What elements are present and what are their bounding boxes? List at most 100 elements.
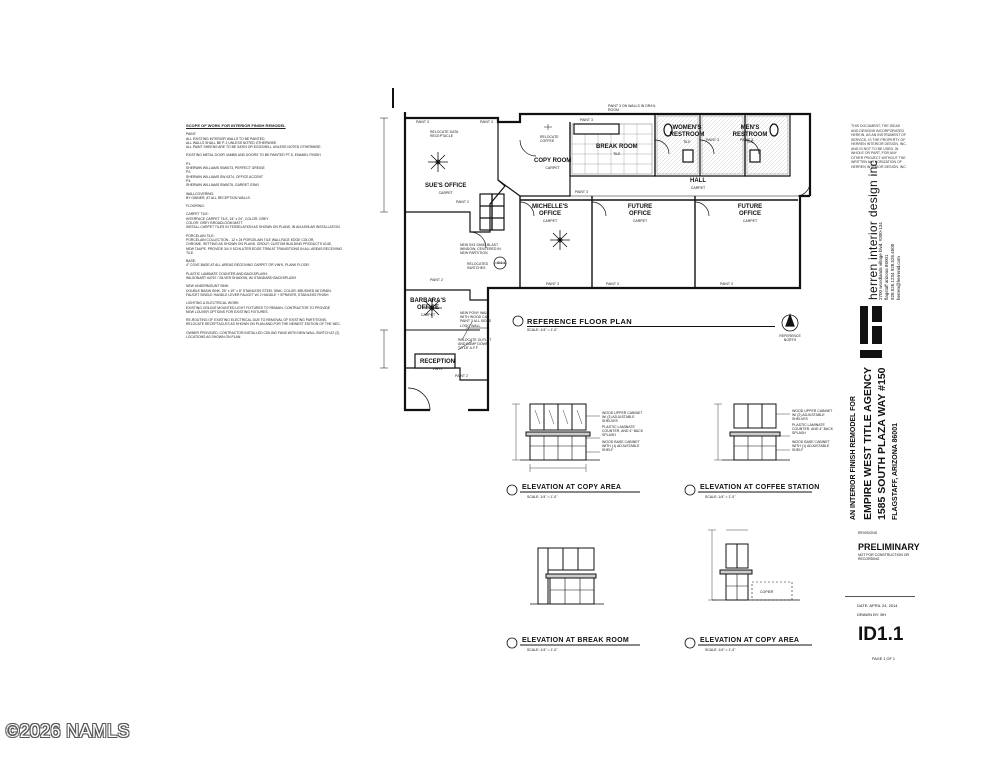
notes-line: DOUBLE BASIN SINK, 25" x 19" x 8" STAINL… xyxy=(186,288,332,293)
notes-line: LIGHTING & ELECTRICAL WORK: xyxy=(186,301,240,306)
firm-address: 2700 woodlands village blvd. #300-134 fl… xyxy=(878,222,901,300)
break-counter xyxy=(573,123,620,135)
firm-logo-block xyxy=(860,350,882,358)
elevation-4-title: ELEVATION AT COPY AREA xyxy=(700,637,800,644)
paint-tag: PAINT 2 xyxy=(430,278,443,282)
door-swing xyxy=(519,139,537,157)
notes-line: P2: xyxy=(186,170,192,175)
notes-line: WALLCOVERING: xyxy=(186,191,215,196)
elevation-4-cabinets xyxy=(708,529,800,601)
notes-line: FLOORING: xyxy=(186,204,205,209)
elevation-2-scale: SCALE: 1/4" = 1'-0" xyxy=(705,495,736,499)
notes-line: LOCATIONS AS SHOWN ON PLAN. xyxy=(186,334,242,339)
notes-line: TILE. xyxy=(186,250,195,255)
notes-line: CARPET TILE: xyxy=(186,212,209,217)
elev-4-note-copier: COPIER xyxy=(760,590,774,594)
notes-line: NEW UNDERMOUNT SINK: xyxy=(186,284,230,289)
sheet-number: ID1.1 xyxy=(858,624,904,645)
notes-line: ALL EXISTING INTERIOR WALLS TO BE PAINTE… xyxy=(186,136,266,141)
plan-title-underline xyxy=(527,326,775,327)
notes-line: PLASTIC LAMINATE COUNTER AND BACKSPLASH: xyxy=(186,271,268,276)
door-swing xyxy=(591,201,607,217)
elevation-3-scale: SCALE: 1/4" = 1'-0" xyxy=(527,648,558,652)
drawn-by-field: DRAWN BY: BH xyxy=(857,612,886,617)
paint-tag: PAINT 3 xyxy=(580,118,593,122)
notes-line: INSTALL CARPET TILES IN TESSELATION AS S… xyxy=(186,225,341,230)
notes-line: 4" COVE BASE AT ALL AREAS RECEIVING CARP… xyxy=(186,263,310,268)
section-tag-label: ID1.1 xyxy=(497,261,506,265)
notes-line: EXISTING CEILING MOUNTED LIGHT FIXTURES … xyxy=(186,305,331,310)
plan-note-new-window: NEW 5X3 SAND BLAST WINDOW, CENTERED IN N… xyxy=(460,243,501,255)
notes-line: WILSONART #4767 / SILVER SHADOW, W/ STAN… xyxy=(186,276,296,281)
door-swing xyxy=(469,231,487,249)
page-count: PAGE 1 OF 1 xyxy=(872,657,895,661)
firm-logo-block xyxy=(872,306,882,322)
paint-tag: PAINT 3 xyxy=(480,120,493,124)
paint-tag: PAINT 3 xyxy=(720,282,733,286)
project-city: FLAGSTAFF, ARIZONA 86001 xyxy=(892,423,899,520)
sheet-edge-line xyxy=(392,88,394,108)
plan-note-paint-top-2: ROOM xyxy=(608,108,619,112)
notes-line: PAINT: xyxy=(186,132,197,137)
elev-1-note-upper: WOOD UPPER CABINET W/ (2) ADJUSTABLE SHE… xyxy=(602,411,643,423)
notes-line: PORCELAIN TILE: xyxy=(186,233,215,238)
elevation-1-title: ELEVATION AT COPY AREA xyxy=(522,484,622,491)
barbara-office-walls xyxy=(405,289,488,301)
project-line-1: AN INTERIOR FINISH REMODEL FOR xyxy=(850,396,857,520)
plan-title-bubble xyxy=(512,315,524,327)
ceiling-fan-icon xyxy=(422,298,442,318)
plan-scale: SCALE: 1/4" = 1'-0" xyxy=(527,328,558,332)
notes-line: PORCELAIN COLLECTION - 12 x 24 PORCELAIN… xyxy=(186,237,315,242)
reception-desk xyxy=(414,353,456,369)
elevation-3-title: ELEVATION AT BREAK ROOM xyxy=(522,637,629,644)
elev-2-note-counter: PLASTIC LAMINATE COUNTER, AND 4" BACK SP… xyxy=(792,423,834,435)
door-swing xyxy=(694,201,710,217)
elevation-3-cabinets xyxy=(530,547,604,605)
paint-tag: PAINT 3 xyxy=(706,138,719,142)
notes-line: NEW TAUPE. PROVIDE 3/4 X SCHLUTER EDGE T… xyxy=(186,246,343,251)
paint-tag: PAINT 2 xyxy=(455,374,468,378)
plan-note-relocate-coffee: RELOCATE COFFEE xyxy=(540,135,559,143)
scope-of-work-notes: SCOPE OF WORK FOR INTERIOR FINISH REMODE… xyxy=(186,123,362,339)
notes-line: BASE: xyxy=(186,259,196,264)
toilet-icon xyxy=(663,123,673,137)
notes-line: P1: xyxy=(186,161,192,166)
paint-tag: PAINT 3 xyxy=(740,138,753,142)
elevation-2-title: ELEVATION AT COFFEE STATION xyxy=(700,484,820,491)
notes-title: SCOPE OF WORK FOR INTERIOR FINISH REMODE… xyxy=(186,123,286,128)
paint-tag: PAINT 2 xyxy=(456,200,469,204)
door-swing xyxy=(654,139,670,155)
notes-line: FAUCET SINGLE HANDLE LEVER FAUCET W/ 2 H… xyxy=(186,292,329,297)
notes-line: SHERWIN WILLIAMS SW6073, PERFECT GREIGE xyxy=(186,166,265,171)
elev-2-note-upper: WOOD UPPER CABINET W/ (2) ADJUSTABLE SHE… xyxy=(792,409,833,421)
plan-outer-wall-south xyxy=(468,194,810,412)
plan-outer-wall-north xyxy=(405,112,812,196)
door-swing xyxy=(797,181,811,197)
watermark: ©2026 NAMLS xyxy=(6,721,130,741)
elevation-3-bubble xyxy=(506,637,518,649)
notes-line: RE-ROUTING OF EXISTING ELECTRICAL DUE TO… xyxy=(186,318,327,323)
notes-line: SHERWIN WILLIAMS SW6075, GARRET GRAY xyxy=(186,183,260,188)
title-block-divider xyxy=(845,596,915,597)
ceiling-fan-icon xyxy=(550,230,570,250)
preliminary-note: NOT FOR CONSTRUCTION OR RECORDING xyxy=(858,553,910,561)
ceiling-fan-icon xyxy=(428,152,448,172)
elevation-4-bubble xyxy=(684,637,696,649)
notes-line: NEW LOUVER OPTIONS FOR EXISTING FIXTURES… xyxy=(186,309,269,314)
elev-1-note-counter: PLASTIC LAMINATE COUNTER, AND 4" BACK SP… xyxy=(602,425,644,437)
plan-note-relocated-switches: RELOCATED SWITCHES xyxy=(467,262,489,270)
notes-line: SHERWIN WILLIAMS SW 6374, OFFICE ACCENT xyxy=(186,174,263,179)
preliminary-label: PRELIMINARY xyxy=(858,542,920,552)
title-block-disclaimer: THIS DOCUMENT, THE IDEAS AND DESIGNS INC… xyxy=(851,124,907,169)
notes-line: COLOR: GREY BROADLOOM MATT xyxy=(186,221,243,226)
notes-line: INTERFACE CARPET TILE, 24" x 24", COLOR:… xyxy=(186,216,269,221)
notes-line: BY OWNER, AT ALL RECEPTION WALLS. xyxy=(186,195,251,200)
elev-2-note-base: WOOD BASE CABINET WITH (1) ADJUSTABLE SH… xyxy=(792,440,830,452)
